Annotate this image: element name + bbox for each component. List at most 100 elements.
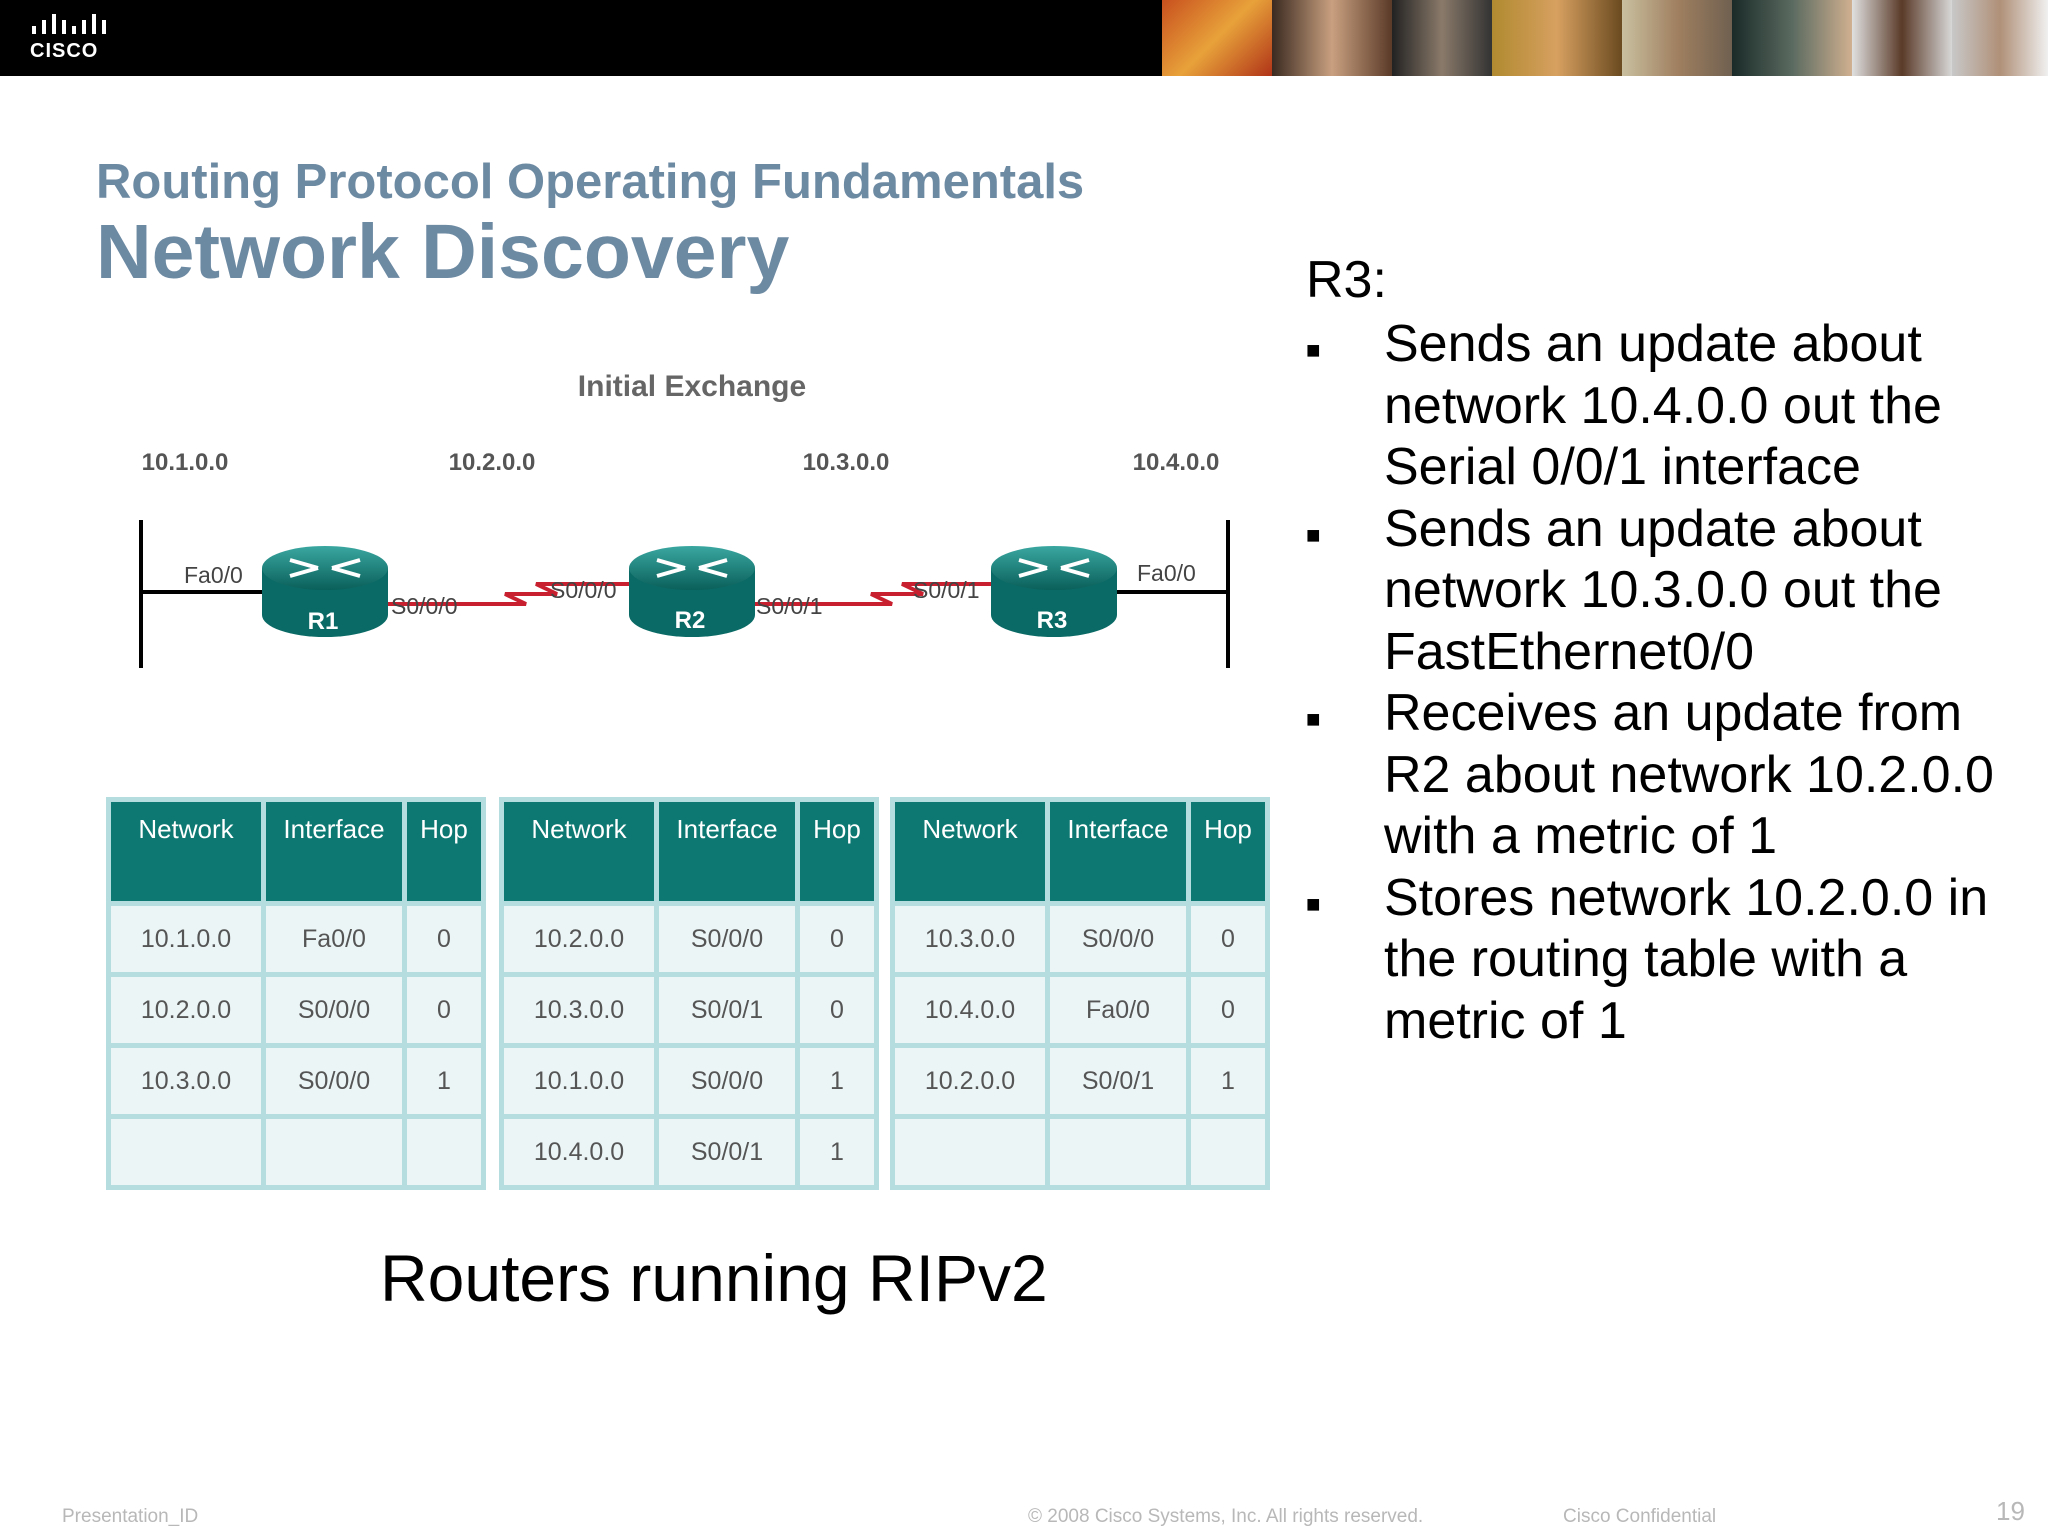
table-cell xyxy=(111,1119,261,1185)
bullet-text: Sends an update about network 10.3.0.0 o… xyxy=(1384,499,1942,681)
routing-table-r2: Network Interface Hop 10.2.0.0 S0/0/0 0 … xyxy=(499,797,879,1190)
network-label: 10.3.0.0 xyxy=(803,449,890,476)
cisco-wordmark: CISCO xyxy=(30,40,99,62)
table-cell: S0/0/0 xyxy=(266,1048,402,1114)
table-header-row: Network Interface Hop xyxy=(504,802,874,901)
router-arrows-icon xyxy=(289,558,361,578)
banner-photo xyxy=(1392,0,1492,76)
table-cell: 10.3.0.0 xyxy=(504,977,654,1043)
bullet-text: Receives an update from R2 about network… xyxy=(1384,684,1994,865)
table-cell: 10.1.0.0 xyxy=(111,906,261,972)
table-row xyxy=(111,1119,481,1185)
router-arrows-icon xyxy=(1018,558,1090,578)
table-cell: S0/0/1 xyxy=(1050,1048,1186,1114)
table-header-row: Network Interface Hop xyxy=(111,802,481,901)
bullet-square-icon: ■ xyxy=(1306,521,1321,549)
table-cell: S0/0/0 xyxy=(659,906,795,972)
routing-table-r3: Network Interface Hop 10.3.0.0 S0/0/0 0 … xyxy=(890,797,1270,1190)
page-number: 19 xyxy=(1996,1496,2025,1526)
footer-copyright: © 2008 Cisco Systems, Inc. All rights re… xyxy=(1028,1506,1424,1527)
network-label: 10.2.0.0 xyxy=(449,449,536,476)
table-row: 10.3.0.0 S0/0/0 0 xyxy=(895,906,1265,972)
bullet-square-icon: ■ xyxy=(1306,337,1321,364)
column-header: Hop xyxy=(800,802,874,901)
table-row: 10.1.0.0 S0/0/0 1 xyxy=(504,1048,874,1114)
column-header: Interface xyxy=(266,802,402,901)
slide-title: Network Discovery xyxy=(96,209,790,295)
table-cell: 0 xyxy=(407,906,481,972)
network-label: 10.4.0.0 xyxy=(1133,449,1220,476)
router-r1 xyxy=(262,546,388,637)
table-row: 10.3.0.0 S0/0/0 1 xyxy=(111,1048,481,1114)
footer-confidential: Cisco Confidential xyxy=(1563,1506,1717,1527)
table-row: 10.1.0.0 Fa0/0 0 xyxy=(111,906,481,972)
table-cell: 10.2.0.0 xyxy=(111,977,261,1043)
table-cell: 10.4.0.0 xyxy=(895,977,1045,1043)
table-cell xyxy=(895,1119,1045,1185)
table-row xyxy=(895,1119,1265,1185)
bullet-list: ■ Sends an update about network 10.4.0.0… xyxy=(1306,314,2006,1052)
table-row: 10.2.0.0 S0/0/0 0 xyxy=(504,906,874,972)
router-label: R1 xyxy=(308,608,339,635)
table-cell: S0/0/0 xyxy=(266,977,402,1043)
table-cell: 0 xyxy=(1191,906,1265,972)
interface-label: S0/0/0 xyxy=(550,577,617,603)
serial-link-r1-r2 xyxy=(385,582,635,606)
table-cell: Fa0/0 xyxy=(1050,977,1186,1043)
banner-photo xyxy=(1272,0,1392,76)
banner-photo xyxy=(1732,0,1852,76)
photo-strip xyxy=(1162,0,2048,76)
table-row: 10.2.0.0 S0/0/1 1 xyxy=(895,1048,1265,1114)
table-cell: 1 xyxy=(1191,1048,1265,1114)
bullet-square-icon: ■ xyxy=(1306,706,1321,733)
table-cell: 0 xyxy=(1191,977,1265,1043)
bullet-text: Sends an update about network 10.4.0.0 o… xyxy=(1384,315,1942,496)
list-item: ■ Sends an update about network 10.4.0.0… xyxy=(1306,314,2006,499)
interface-label: Fa0/0 xyxy=(1137,560,1196,586)
table-cell: Fa0/0 xyxy=(266,906,402,972)
column-header: Hop xyxy=(1191,802,1265,901)
table-cell: S0/0/0 xyxy=(659,1048,795,1114)
table-row: 10.2.0.0 S0/0/0 0 xyxy=(111,977,481,1043)
table-cell: 1 xyxy=(407,1048,481,1114)
table-cell xyxy=(1191,1119,1265,1185)
network-topology-diagram: Initial Exchange 10.1.0.0 10.2.0.0 10.3.… xyxy=(139,370,1230,668)
table-row: 10.3.0.0 S0/0/1 0 xyxy=(504,977,874,1043)
table-cell: 0 xyxy=(800,977,874,1043)
router-r2 xyxy=(629,546,755,637)
column-header: Network xyxy=(111,802,261,901)
cisco-logo: CISCO xyxy=(30,14,120,64)
column-header: Hop xyxy=(407,802,481,901)
interface-label: S0/0/1 xyxy=(756,593,823,619)
table-header-row: Network Interface Hop xyxy=(895,802,1265,901)
list-item: ■ Sends an update about network 10.3.0.0… xyxy=(1306,499,2006,684)
slide-subtitle: Routing Protocol Operating Fundamentals xyxy=(96,155,1085,209)
footer-presentation-id: Presentation_ID xyxy=(62,1506,199,1527)
interface-label: Fa0/0 xyxy=(184,562,243,588)
interface-label: S0/0/1 xyxy=(913,577,980,603)
side-heading: R3: xyxy=(1306,251,1387,309)
router-label: R3 xyxy=(1037,607,1068,634)
bullet-square-icon: ■ xyxy=(1306,890,1321,918)
table-cell: S0/0/0 xyxy=(1050,906,1186,972)
router-label: R2 xyxy=(675,607,706,634)
banner-photo xyxy=(1492,0,1622,76)
table-cell xyxy=(1050,1119,1186,1185)
table-cell: 10.2.0.0 xyxy=(895,1048,1045,1114)
banner-photo xyxy=(1952,0,2048,76)
table-cell: 10.3.0.0 xyxy=(895,906,1045,972)
column-header: Interface xyxy=(659,802,795,901)
table-cell: 10.4.0.0 xyxy=(504,1119,654,1185)
network-label: 10.1.0.0 xyxy=(142,449,229,476)
column-header: Network xyxy=(895,802,1045,901)
serial-link-r2-r3 xyxy=(750,582,998,606)
banner-photo xyxy=(1162,0,1272,76)
diagram-heading: Initial Exchange xyxy=(578,370,806,403)
table-cell xyxy=(407,1119,481,1185)
table-cell: 10.2.0.0 xyxy=(504,906,654,972)
table-cell: 10.1.0.0 xyxy=(504,1048,654,1114)
router-r3 xyxy=(991,546,1117,637)
table-cell: S0/0/1 xyxy=(659,977,795,1043)
banner-photo xyxy=(1852,0,1952,76)
routing-table-r1: Network Interface Hop 10.1.0.0 Fa0/0 0 1… xyxy=(106,797,486,1190)
